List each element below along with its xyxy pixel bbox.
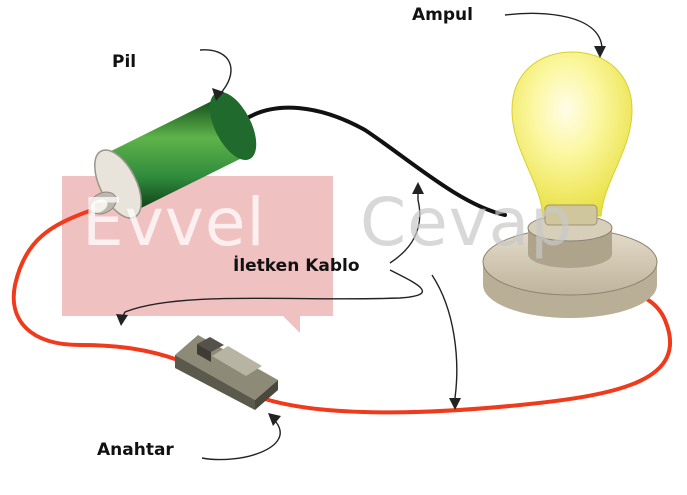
bulb-holder bbox=[482, 214, 658, 318]
label-switch: Anahtar bbox=[97, 440, 174, 460]
switch bbox=[175, 335, 278, 410]
arrow-wire-left bbox=[121, 269, 424, 319]
arrow-battery bbox=[199, 49, 232, 97]
battery bbox=[89, 92, 257, 219]
arrow-wire-down bbox=[431, 274, 458, 404]
wire-black bbox=[242, 105, 507, 217]
arrow-wire-up bbox=[389, 188, 421, 264]
watermark-text-evvel: Evvel bbox=[82, 184, 266, 261]
label-bulb: Ampul bbox=[412, 5, 473, 25]
label-battery: Pil bbox=[112, 52, 137, 72]
arrow-bulb bbox=[504, 12, 603, 53]
label-wire: İletken Kablo bbox=[233, 256, 360, 276]
watermark-text-cevap: Cevap bbox=[360, 184, 574, 261]
wire-red-left bbox=[11, 208, 180, 362]
wire-red-right bbox=[260, 296, 673, 415]
light-bulb bbox=[511, 51, 633, 226]
arrow-switch bbox=[201, 417, 281, 461]
